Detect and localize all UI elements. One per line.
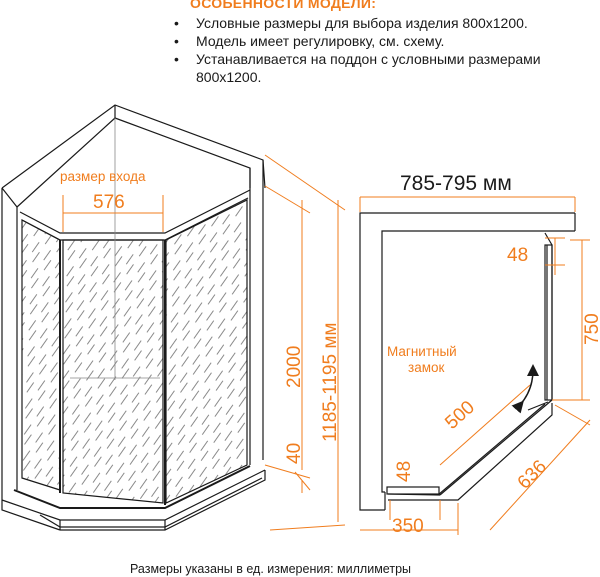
dim-48-bottom: 48 <box>394 461 415 482</box>
magnet-label-line2: замок <box>408 360 444 375</box>
height-range-value: 1185-1195 мм <box>320 323 341 442</box>
features-title: ОСОБЕННОСТИ МОДЕЛИ: <box>190 0 377 11</box>
dim-636: 636 <box>514 456 551 493</box>
tray-height-value: 40 <box>284 443 305 464</box>
dim-750: 750 <box>582 313 600 345</box>
dim-48-top: 48 <box>507 245 528 266</box>
plan-width-value: 785-795 мм <box>400 172 512 195</box>
height-value: 2000 <box>284 346 305 388</box>
entrance-label: размер входа <box>60 169 146 184</box>
feature-item: Условные размеры для выбора изделия 800x… <box>172 14 597 32</box>
plan-view <box>359 212 576 511</box>
perspective-dimensions <box>62 154 346 531</box>
magnet-label-line1: Магнитный <box>387 344 457 359</box>
dim-350: 350 <box>392 516 424 537</box>
features-list: Условные размеры для выбора изделия 800x… <box>172 14 597 86</box>
entrance-width-value: 576 <box>93 192 125 213</box>
perspective-view <box>1 104 266 531</box>
adjust-arrow-icon <box>511 364 539 414</box>
units-note: Размеры указаны в ед. измерения: миллиме… <box>130 562 411 576</box>
feature-item: Устанавливается на поддон с условными ра… <box>172 50 597 86</box>
feature-item: Модель имеет регулировку, см. схему. <box>172 32 597 50</box>
dim-500: 500 <box>441 397 479 434</box>
